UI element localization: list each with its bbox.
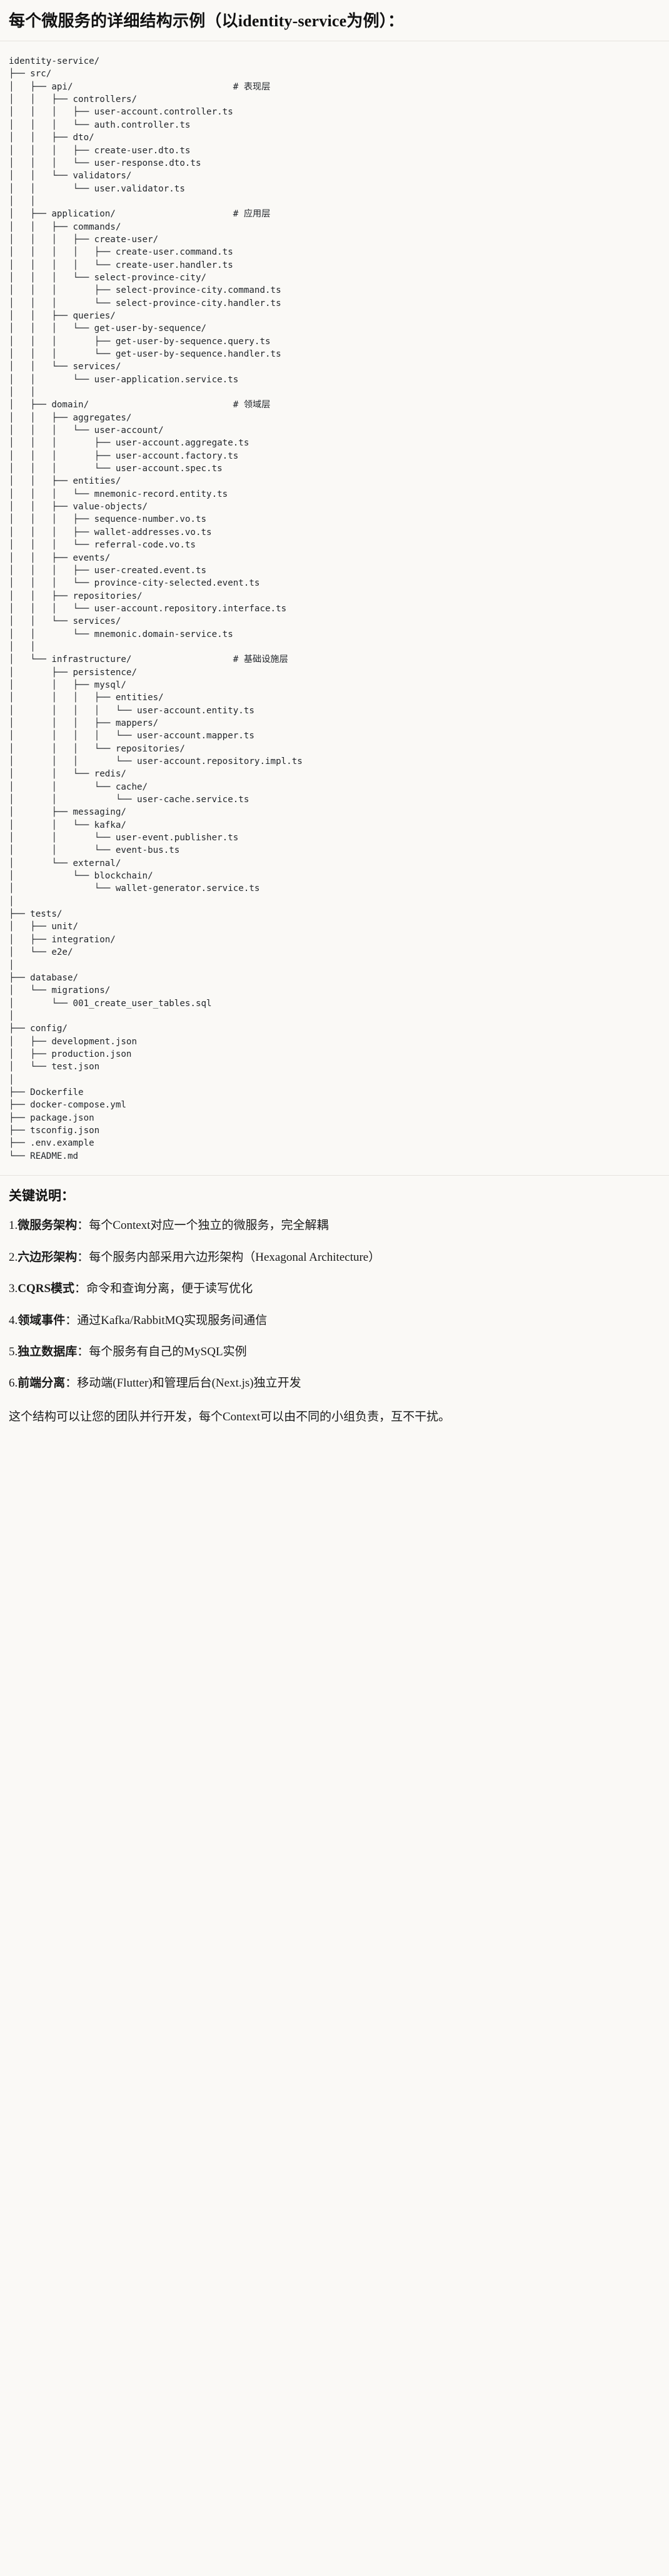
list-item: 2.六边形架构：每个服务内部采用六边形架构（Hexagonal Architec… bbox=[9, 1248, 660, 1267]
key-notes-heading: 关键说明： bbox=[9, 1188, 74, 1203]
closing-paragraph: 这个结构可以让您的团队并行开发，每个Context可以由不同的小组负责，互不干扰… bbox=[9, 1410, 451, 1423]
note-separator: ： bbox=[74, 1282, 87, 1296]
note-term: 微服务架构 bbox=[18, 1219, 78, 1233]
note-separator: ： bbox=[77, 1345, 89, 1358]
note-number: 4. bbox=[9, 1313, 18, 1327]
note-term: 领域事件 bbox=[18, 1313, 66, 1327]
note-description: 每个Context对应一个独立的微服务，完全解耦 bbox=[89, 1219, 329, 1233]
note-term: 六边形架构 bbox=[18, 1250, 78, 1264]
note-description: 每个服务有自己的MySQL实例 bbox=[89, 1345, 247, 1358]
title-section: 每个微服务的详细结构示例（以identity-service为例）： bbox=[0, 0, 669, 41]
note-number: 1. bbox=[9, 1219, 18, 1233]
directory-tree: identity-service/ ├── src/ │ ├── api/ # … bbox=[9, 56, 303, 1161]
note-number: 3. bbox=[9, 1282, 18, 1296]
list-item: 1.微服务架构：每个Context对应一个独立的微服务，完全解耦 bbox=[9, 1216, 660, 1235]
tree-divider bbox=[0, 1175, 669, 1176]
note-term: CQRS模式 bbox=[18, 1282, 75, 1296]
page-title: 每个微服务的详细结构示例（以identity-service为例）： bbox=[9, 12, 405, 30]
note-term: 独立数据库 bbox=[18, 1345, 78, 1358]
directory-tree-section: identity-service/ ├── src/ │ ├── api/ # … bbox=[0, 41, 669, 1175]
note-separator: ： bbox=[77, 1250, 89, 1264]
note-separator: ： bbox=[65, 1313, 78, 1327]
note-number: 2. bbox=[9, 1250, 18, 1264]
note-separator: ： bbox=[77, 1219, 89, 1233]
list-item: 6.前端分离：移动端(Flutter)和管理后台(Next.js)独立开发 bbox=[9, 1374, 660, 1393]
note-number: 6. bbox=[9, 1377, 18, 1390]
note-description: 通过Kafka/RabbitMQ实现服务间通信 bbox=[77, 1313, 268, 1327]
page-root: 每个微服务的详细结构示例（以identity-service为例）： ident… bbox=[0, 0, 669, 1443]
note-number: 5. bbox=[9, 1345, 18, 1358]
list-item: 5.独立数据库：每个服务有自己的MySQL实例 bbox=[9, 1343, 660, 1362]
note-separator: ： bbox=[65, 1377, 78, 1390]
note-description: 命令和查询分离，便于读写优化 bbox=[86, 1282, 253, 1296]
key-notes-section: 关键说明： 1.微服务架构：每个Context对应一个独立的微服务，完全解耦 2… bbox=[0, 1176, 669, 1443]
note-description: 移动端(Flutter)和管理后台(Next.js)独立开发 bbox=[77, 1377, 301, 1390]
key-notes-list: 1.微服务架构：每个Context对应一个独立的微服务，完全解耦 2.六边形架构… bbox=[9, 1216, 660, 1393]
note-description: 每个服务内部采用六边形架构（Hexagonal Architecture） bbox=[89, 1250, 381, 1264]
list-item: 4.领域事件：通过Kafka/RabbitMQ实现服务间通信 bbox=[9, 1311, 660, 1330]
note-term: 前端分离 bbox=[18, 1377, 66, 1390]
list-item: 3.CQRS模式：命令和查询分离，便于读写优化 bbox=[9, 1280, 660, 1298]
